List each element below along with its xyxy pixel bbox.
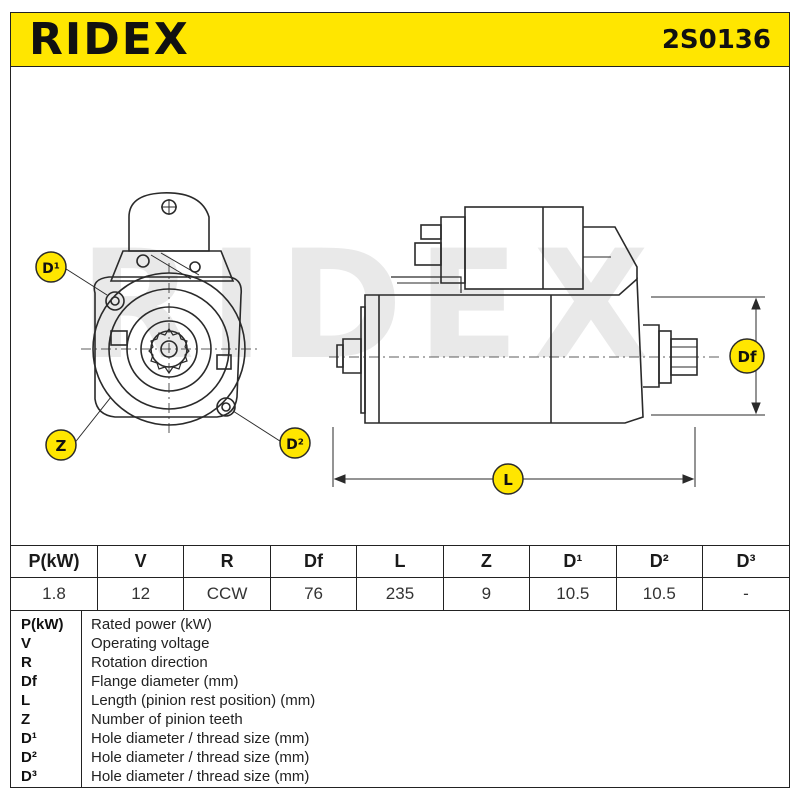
legend-item: D¹ Hole diameter / thread size (mm) xyxy=(11,730,789,748)
spec-header: Df xyxy=(269,545,358,578)
product-sheet: RIDEX 2S0136 RIDEX xyxy=(10,12,790,788)
header-bar: RIDEX 2S0136 xyxy=(11,13,789,67)
spec-value-row: 1.8 12 CCW 76 235 9 10.5 10.5 - xyxy=(11,577,789,611)
badge-l: L xyxy=(492,463,524,495)
spec-header: Z xyxy=(442,545,531,578)
legend-desc: Length (pinion rest position) (mm) xyxy=(91,692,316,709)
badge-z: Z xyxy=(45,429,77,461)
legend-key: V xyxy=(21,635,32,652)
legend-divider xyxy=(81,611,82,788)
svg-text:L: L xyxy=(503,471,513,489)
legend-desc: Hole diameter / thread size (mm) xyxy=(91,768,310,785)
spec-value: 12 xyxy=(96,577,185,611)
spec-value: 10.5 xyxy=(615,577,704,611)
legend-key: Z xyxy=(21,711,31,728)
legend-item: V Operating voltage xyxy=(11,635,789,653)
svg-text:D¹: D¹ xyxy=(42,261,60,277)
badge-d2: D² xyxy=(279,427,311,459)
legend-item: L Length (pinion rest position) (mm) xyxy=(11,692,789,710)
legend-desc: Hole diameter / thread size (mm) xyxy=(91,749,310,766)
spec-value: CCW xyxy=(183,577,271,611)
legend-item: Z Number of pinion teeth xyxy=(11,711,789,729)
legend-key: L xyxy=(21,692,31,709)
spec-header: R xyxy=(183,545,271,578)
technical-drawing: RIDEX xyxy=(11,67,789,547)
watermark: RIDEX xyxy=(79,219,663,393)
legend-key: D¹ xyxy=(21,730,37,747)
legend-item: P(kW) Rated power (kW) xyxy=(11,616,789,634)
legend-key: Df xyxy=(21,673,37,690)
spec-header: D² xyxy=(615,545,704,578)
spec-value: 9 xyxy=(442,577,531,611)
spec-value: - xyxy=(702,577,789,611)
spec-header: L xyxy=(356,545,444,578)
side-view xyxy=(329,206,719,424)
legend-item: Df Flange diameter (mm) xyxy=(11,673,789,691)
spec-header: D¹ xyxy=(529,545,617,578)
svg-text:Z: Z xyxy=(56,437,67,455)
badge-d1: D¹ xyxy=(35,251,67,283)
part-number: 2S0136 xyxy=(661,25,771,55)
svg-text:D²: D² xyxy=(286,437,304,453)
spec-value: 1.8 xyxy=(11,577,98,611)
legend: P(kW) Rated power (kW) V Operating volta… xyxy=(11,610,789,788)
spec-value: 76 xyxy=(269,577,358,611)
legend-desc: Flange diameter (mm) xyxy=(91,673,239,690)
front-view xyxy=(81,192,257,437)
brand-logo: RIDEX xyxy=(29,14,190,65)
legend-item: D² Hole diameter / thread size (mm) xyxy=(11,749,789,767)
spec-value: 235 xyxy=(356,577,444,611)
legend-desc: Operating voltage xyxy=(91,635,210,652)
legend-key: P(kW) xyxy=(21,616,64,633)
starter-drawing: RIDEX xyxy=(35,192,765,495)
svg-text:Df: Df xyxy=(738,348,757,366)
legend-desc: Hole diameter / thread size (mm) xyxy=(91,730,310,747)
legend-key: D² xyxy=(21,749,37,766)
spec-header: D³ xyxy=(702,545,789,578)
legend-item: D³ Hole diameter / thread size (mm) xyxy=(11,768,789,786)
legend-key: D³ xyxy=(21,768,37,785)
legend-desc: Rated power (kW) xyxy=(91,616,212,633)
spec-header: P(kW) xyxy=(11,545,98,578)
spec-table: P(kW) V R Df L Z D¹ D² D³ 1.8 12 CCW 76 … xyxy=(11,545,789,611)
spec-header: V xyxy=(96,545,185,578)
spec-value: 10.5 xyxy=(529,577,617,611)
legend-key: R xyxy=(21,654,32,671)
legend-item: R Rotation direction xyxy=(11,654,789,672)
legend-desc: Number of pinion teeth xyxy=(91,711,243,728)
spec-header-row: P(kW) V R Df L Z D¹ D² D³ xyxy=(11,545,789,578)
badge-df: Df xyxy=(729,338,765,374)
legend-desc: Rotation direction xyxy=(91,654,208,671)
